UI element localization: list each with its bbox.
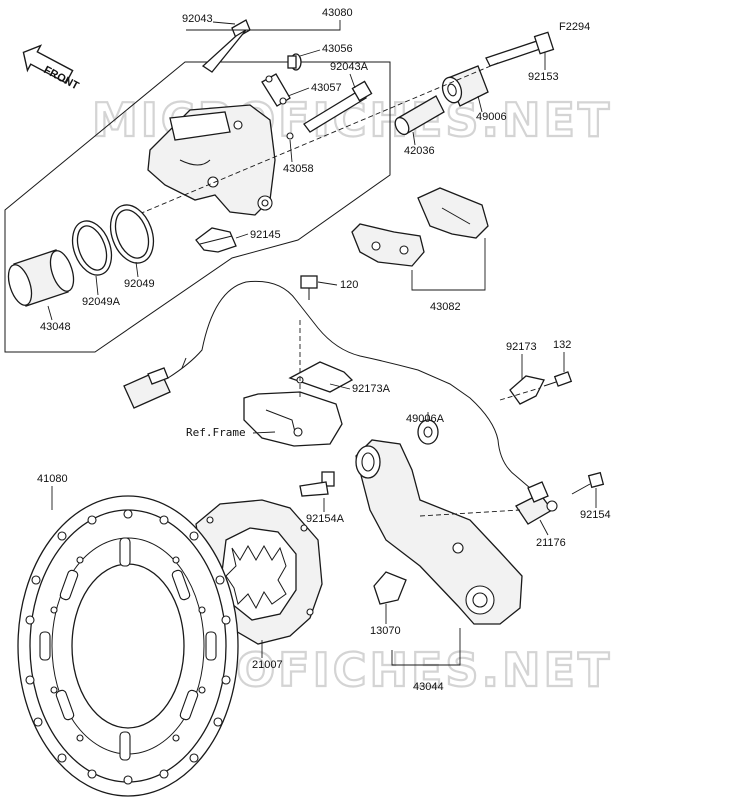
bleeder-43056 (287, 53, 302, 71)
bolt-92154A (299, 471, 335, 497)
ref-frame-label: Ref.Frame (186, 426, 246, 439)
abs-cable (167, 280, 531, 489)
label-92173: 92173 (506, 341, 537, 353)
spring-92145 (195, 227, 237, 253)
label-21007: 21007 (252, 659, 283, 671)
bolt-92153 (485, 31, 555, 67)
pad-43082-b (351, 223, 425, 267)
label-92145: 92145 (250, 229, 281, 241)
label-92173A: 92173A (352, 383, 391, 395)
collar-49006A (417, 419, 439, 445)
plate-13070 (373, 571, 407, 605)
label-43048: 43048 (40, 321, 71, 333)
label-F2294: F2294 (559, 21, 590, 33)
caliper-bracket-43044 (355, 439, 523, 625)
label-92043A: 92043A (330, 61, 369, 73)
label-21176: 21176 (536, 537, 566, 549)
abs-sensor-21176 (515, 481, 558, 525)
abs-connector (123, 367, 171, 409)
label-92043: 92043 (182, 13, 213, 25)
ref-frame-bracket (243, 391, 343, 447)
label-43058: 43058 (283, 163, 314, 175)
label-13070: 13070 (370, 625, 401, 637)
label-43057: 43057 (311, 82, 342, 94)
label-43080: 43080 (322, 7, 353, 19)
label-92154A: 92154A (306, 513, 345, 525)
label-43082: 43082 (430, 301, 461, 313)
label-92153: 92153 (528, 71, 559, 83)
bolt-92043 (201, 19, 251, 73)
link-43057 (261, 73, 291, 107)
label-41080: 41080 (37, 473, 68, 485)
label-132: 132 (553, 339, 571, 351)
label-92049A: 92049A (82, 296, 121, 308)
label-42036: 42036 (404, 145, 435, 157)
label-120: 120 (340, 279, 358, 291)
caliper-body (147, 104, 276, 216)
bolt-120 (300, 275, 318, 300)
bolt-132 (543, 371, 573, 387)
pad-43082-a (417, 187, 489, 239)
label-92049: 92049 (124, 278, 155, 290)
label-43056: 43056 (322, 43, 353, 55)
label-49006: 49006 (476, 111, 507, 123)
ring-43058 (286, 132, 294, 140)
label-92154: 92154 (580, 509, 611, 521)
caliper-group-outline (4, 61, 391, 353)
pin-92043A (303, 80, 373, 133)
seal-92049 (109, 204, 155, 264)
piston-43048 (7, 249, 75, 307)
bolt-92154 (571, 471, 605, 495)
clamp-92173 (509, 375, 545, 405)
clamp-92173A (288, 361, 354, 393)
label-49006A: 49006A (406, 413, 445, 425)
label-43044: 43044 (413, 681, 444, 693)
sleeve-42036 (394, 95, 445, 136)
brake-disc-41080 (17, 495, 239, 797)
front-arrow-icon (22, 44, 74, 84)
seal-92049A (71, 220, 113, 276)
